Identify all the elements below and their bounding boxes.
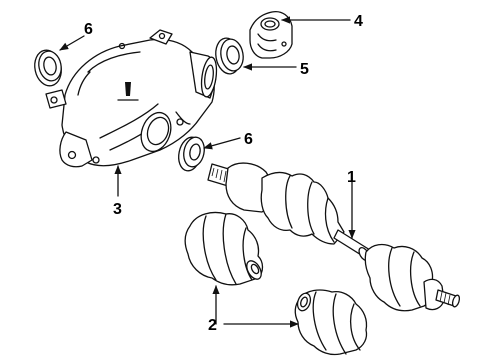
callout-2: 2 (208, 317, 217, 334)
seal-ring-middle (178, 136, 205, 172)
leader-lines (59, 16, 356, 328)
callout-1: 1 (347, 169, 356, 186)
companion-flange (249, 10, 293, 59)
callout-6-top: 6 (84, 21, 93, 38)
callout-3: 3 (113, 201, 122, 218)
cv-boot-left (184, 211, 264, 286)
differential-housing (45, 29, 218, 168)
seal-ring-top (34, 49, 62, 87)
pinion-seal (215, 37, 244, 75)
callout-5: 5 (300, 61, 309, 78)
cv-boot-right (294, 289, 368, 356)
callout-6-mid: 6 (244, 131, 253, 148)
callout-4: 4 (354, 13, 363, 30)
axle-shaft-assembly (207, 162, 461, 312)
